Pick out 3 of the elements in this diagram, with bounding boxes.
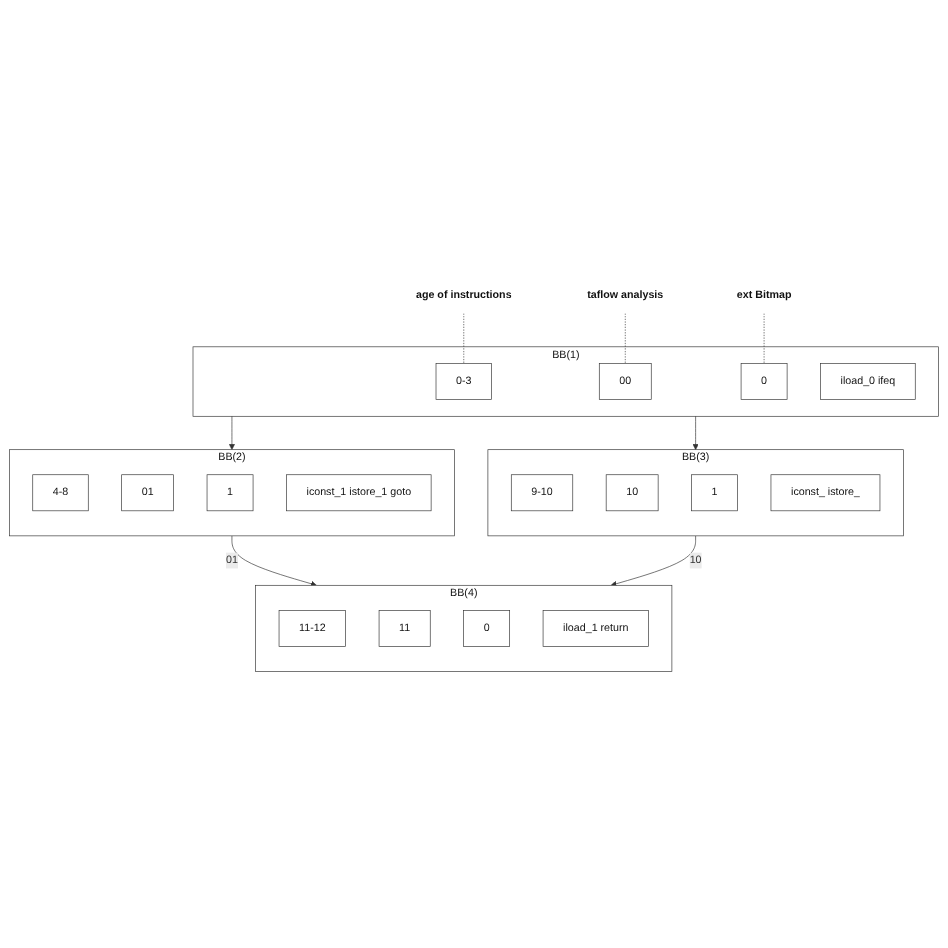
connector [463,312,465,364]
connector [624,312,626,364]
connector [763,312,765,364]
